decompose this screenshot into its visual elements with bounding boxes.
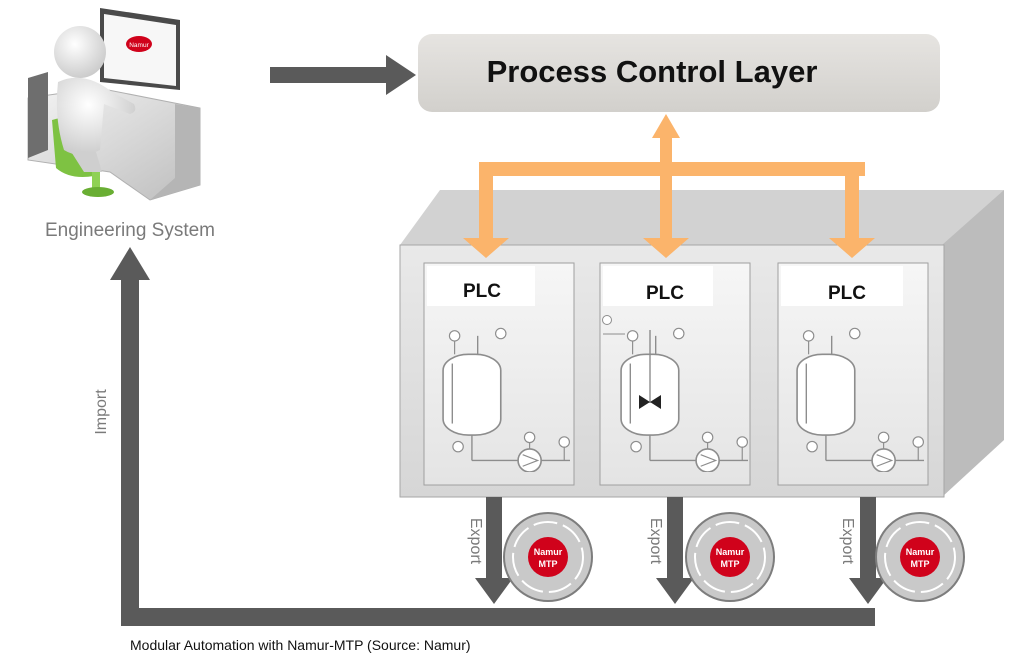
import-arrow: Import — [93, 247, 875, 626]
agitator-icon — [602, 315, 661, 409]
engineering-system-label: Engineering System — [45, 220, 215, 241]
export-label-3: Export — [839, 518, 856, 565]
namur-mtp-icon-2: Namur MTP — [685, 512, 775, 602]
engineering-to-layer-arrow — [270, 55, 416, 95]
mtp-line1-2: Namur — [716, 547, 745, 557]
monitor-logo-text: Namur — [129, 42, 149, 49]
import-label: Import — [93, 389, 110, 435]
plc-label-3: PLC — [828, 283, 866, 304]
module-1: PLC — [423, 262, 575, 486]
namur-mtp-icon-3: Namur MTP — [875, 512, 965, 602]
plc-label-1: PLC — [463, 281, 501, 302]
mtp-line1-3: Namur — [906, 547, 935, 557]
export-arrow-2: Export — [647, 497, 694, 604]
person-icon — [54, 26, 136, 172]
plc-label-2: PLC — [646, 283, 684, 304]
engineering-system-figure: Namur Engineering System — [27, 8, 215, 241]
module-2: PLC — [599, 262, 751, 486]
export-arrow-3: Export — [839, 497, 887, 604]
export-label-2: Export — [647, 518, 664, 565]
export-label-1: Export — [467, 518, 484, 565]
diagram-caption: Modular Automation with Namur-MTP (Sourc… — [130, 637, 471, 653]
process-control-layer: Process Control Layer — [418, 34, 940, 112]
namur-mtp-icon-1: Namur MTP — [503, 512, 593, 602]
module-3: PLC — [777, 262, 929, 486]
control-bus-arrows — [463, 114, 875, 258]
monitor-icon: Namur — [100, 8, 180, 90]
mtp-line1-1: Namur — [534, 547, 563, 557]
mtp-line2-1: MTP — [539, 559, 558, 569]
process-control-layer-label: Process Control Layer — [487, 54, 818, 89]
mtp-line2-3: MTP — [911, 559, 930, 569]
export-arrow-1: Export — [467, 497, 513, 604]
mtp-line2-2: MTP — [721, 559, 740, 569]
